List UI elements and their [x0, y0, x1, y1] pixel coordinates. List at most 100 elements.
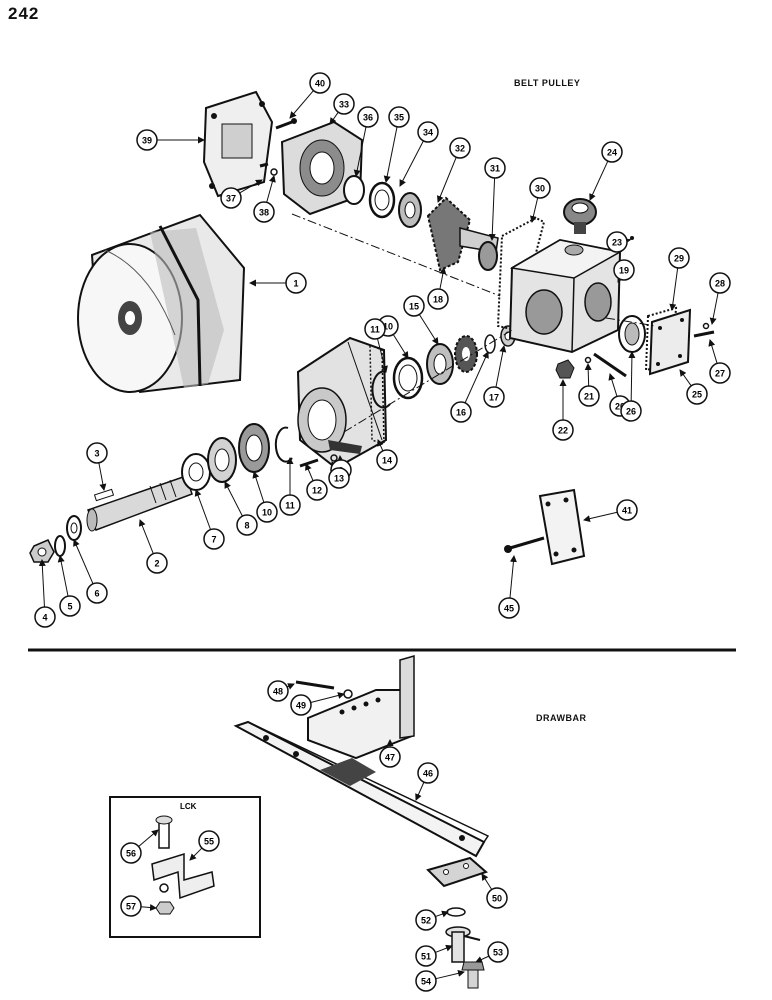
callout-circle: [686, 383, 708, 405]
leader-line-6: [73, 539, 94, 585]
callout-circle: [613, 259, 635, 281]
callout-18: 18: [427, 288, 449, 310]
callout-40: 40: [309, 72, 331, 94]
gasket-carrier: [369, 343, 385, 446]
callout-number: 1: [293, 279, 298, 289]
callout-circle: [357, 106, 379, 128]
callout-number: 51: [421, 952, 431, 962]
callout-circle: [616, 499, 638, 521]
callout-circle: [333, 93, 355, 115]
callout-52: 52: [415, 909, 437, 931]
callout-13: 13: [328, 467, 350, 489]
leader-line-28: [709, 292, 719, 325]
pin-washer: [446, 907, 466, 917]
callout-27: 27: [709, 362, 731, 384]
callout-48: 48: [267, 680, 289, 702]
callout-46: 46: [417, 762, 439, 784]
leader-line-57: [140, 904, 157, 912]
leader-line-10: [252, 471, 265, 503]
assembly-centerlines: [291, 213, 657, 433]
callout-39: 39: [136, 129, 158, 151]
leader-line-46: [415, 781, 425, 801]
callout-number: 25: [692, 390, 702, 400]
lock-washer: [54, 535, 66, 557]
leader-line-12: [305, 463, 314, 481]
callout-number: 45: [504, 604, 514, 614]
drawbar-title: DRAWBAR: [536, 713, 587, 723]
leader-line-41: [583, 511, 618, 523]
callout-number: 30: [535, 184, 545, 194]
callout-number: 54: [421, 977, 431, 987]
callout-4: 4: [34, 606, 56, 628]
callout-number: 48: [273, 687, 283, 697]
bearing-cup-rear: [392, 356, 424, 400]
callout-circle: [498, 597, 520, 619]
drain-plug: [555, 359, 575, 379]
callout-circle: [253, 201, 275, 223]
callout-number: 34: [423, 128, 433, 138]
leader-line-54: [435, 969, 465, 980]
pulley-drum: [77, 213, 246, 394]
callout-circle: [364, 318, 386, 340]
callout-number: 21: [584, 392, 594, 402]
callout-41: 41: [616, 499, 638, 521]
callout-28: 28: [709, 272, 731, 294]
callout-number: 10: [262, 508, 272, 518]
callout-number: 24: [607, 148, 617, 158]
leader-line-35: [383, 126, 398, 183]
pin-retainer-nut: [461, 961, 485, 971]
callout-circle: [449, 137, 471, 159]
leader-line-29: [669, 267, 679, 311]
callout-number: 41: [622, 506, 632, 516]
plate-bolt: [504, 536, 545, 553]
pulley-shaft: [86, 475, 193, 532]
leader-line-52: [435, 910, 449, 918]
callout-number: 6: [94, 589, 99, 599]
callout-circle: [34, 606, 56, 628]
pinion-gear: [454, 335, 478, 373]
leader-line-36: [353, 126, 367, 177]
flat-washer: [66, 515, 82, 541]
leader-line-3: [98, 462, 107, 491]
bearing-cup-front: [238, 423, 270, 473]
drawbar-clevis-plate: [426, 856, 488, 888]
leader-line-15: [418, 314, 439, 345]
callout-17: 17: [483, 386, 505, 408]
callout-33: 33: [333, 93, 355, 115]
leader-line-10: [392, 334, 409, 359]
callout-number: 46: [423, 769, 433, 779]
callout-number: 38: [259, 208, 269, 218]
callout-circle: [427, 288, 449, 310]
flange-nut: [259, 162, 269, 168]
callout-circle: [529, 177, 551, 199]
drawbar-pin: [445, 926, 481, 963]
callout-circle: [483, 386, 505, 408]
callout-56: 56: [120, 842, 142, 864]
callout-38: 38: [253, 201, 275, 223]
callout-number: 20: [615, 402, 625, 412]
callout-number: 15: [409, 302, 419, 312]
callout-number: 55: [204, 837, 214, 847]
leader-line-32: [437, 157, 457, 203]
callout-47: 47: [379, 746, 401, 768]
oil-seal: [181, 453, 211, 491]
mounting-flange: [202, 90, 274, 198]
flange-stud-bolt: [275, 118, 297, 130]
callout-circle: [552, 419, 574, 441]
callout-7: 7: [203, 528, 225, 550]
callout-34: 34: [417, 121, 439, 143]
shaft-nut: [29, 539, 55, 563]
callout-10: 10: [256, 501, 278, 523]
callout-number: 7: [211, 535, 216, 545]
callout-31: 31: [484, 157, 506, 179]
callout-number: 40: [315, 79, 325, 89]
callout-circle: [220, 187, 242, 209]
callout-51: 51: [415, 945, 437, 967]
callout-37: 37: [220, 187, 242, 209]
callout-number: 10: [383, 322, 393, 332]
callout-circle: [86, 582, 108, 604]
callout-number: 17: [489, 393, 499, 403]
callout-circle: [709, 272, 731, 294]
callout-circle: [486, 887, 508, 909]
